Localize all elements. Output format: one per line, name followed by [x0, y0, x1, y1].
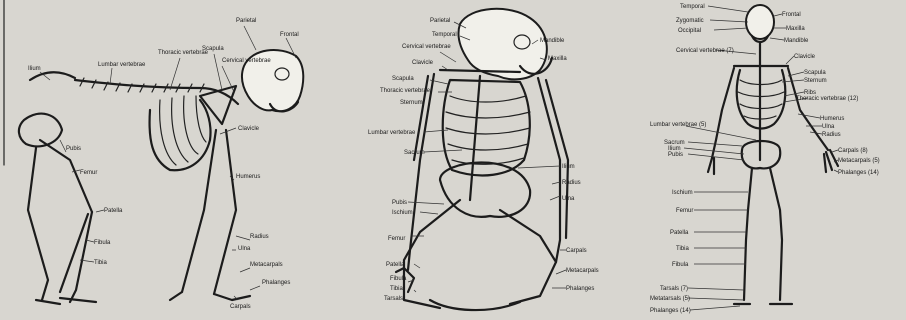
label-phalanges: Phalanges (14) — [838, 170, 879, 176]
label-carpals: Carpals — [230, 304, 251, 310]
label-ulna: Ulna — [238, 246, 251, 252]
foreleg-back — [182, 130, 216, 292]
label-fibula: Fibula — [672, 262, 689, 268]
label-frontal: Frontal — [280, 32, 299, 38]
skull — [746, 5, 774, 39]
fore-hands — [170, 292, 250, 300]
label-radius: Radius — [562, 180, 581, 186]
label-maxilla: Maxilla — [786, 26, 805, 32]
label-sternum: Sternum — [804, 78, 827, 84]
label-tibia: Tibia — [94, 260, 107, 266]
label-occipital: Occipital — [678, 28, 701, 34]
hind-feet — [36, 298, 96, 304]
label-pubis: Pubis — [66, 146, 81, 152]
label-clavicle: Clavicle — [238, 126, 260, 132]
right-leg — [770, 168, 782, 300]
label-metatarsals: Metatarsals (5) — [650, 296, 690, 302]
foreleg-front — [214, 130, 236, 294]
label-ischium: Ischium — [672, 190, 693, 196]
label-metacarpals: Metacarpals (5) — [838, 158, 880, 164]
right-arm-2 — [546, 80, 568, 238]
label-radius: Radius — [250, 234, 269, 240]
label-mandible: Mandible — [784, 38, 809, 44]
label-cervical-vertebrae: Cervical vertebrae — [402, 44, 451, 50]
right-arm — [538, 78, 560, 262]
label-temporal: Temporal — [680, 4, 705, 10]
label-tibia: Tibia — [676, 246, 689, 252]
label-femur: Femur — [388, 236, 405, 242]
label-carpals: Carpals — [566, 248, 587, 254]
label-pubis: Pubis — [392, 200, 407, 206]
label-cervical-vertebrae: Cervical vertebrae (7) — [676, 48, 734, 54]
ribs — [160, 96, 206, 165]
label-thoracic-vertebrae: Thoracic vertebrae — [380, 88, 431, 94]
label-carpals: Carpals (8) — [838, 148, 868, 154]
label-sternum: Sternum — [400, 100, 423, 106]
label-cervical-vertebrae: Cervical vertebrae — [222, 58, 271, 64]
label-phalanges: Phalanges — [262, 280, 290, 286]
label-humerus: Humerus — [820, 116, 844, 122]
label-thoracic-vertebrae: Thoracic vertebrae — [158, 50, 209, 56]
ape-skeleton — [396, 9, 568, 310]
label-clavicle: Clavicle — [794, 54, 816, 60]
label-lumbar-vertebrae: Lumbar vertebrae — [98, 62, 146, 68]
label-pubis: Pubis — [668, 152, 683, 158]
label-frontal: Frontal — [782, 12, 801, 18]
label-parietal: Parietal — [430, 18, 450, 24]
label-phalanges: Phalanges — [566, 286, 594, 292]
ribs — [446, 96, 530, 164]
label-ulna: Ulna — [562, 196, 575, 202]
label-parietal: Parietal — [236, 18, 256, 24]
label-ulna: Ulna — [822, 124, 835, 130]
right-leg — [500, 210, 556, 304]
label-scapula: Scapula — [804, 70, 826, 76]
left-leg — [744, 168, 752, 300]
label-patella: Patella — [386, 262, 405, 268]
hind-leg-back — [28, 148, 48, 300]
label-metacarpals: Metacarpals — [566, 268, 599, 274]
label-patella: Patella — [670, 230, 689, 236]
skull — [458, 9, 546, 80]
label-humerus: Humerus — [236, 174, 260, 180]
label-lumbar-vertebrae: Lumbar vertebrae — [368, 130, 416, 136]
label-temporal: Temporal — [432, 32, 457, 38]
left-hand — [708, 158, 714, 174]
label-sacrum: Sacrum — [404, 150, 425, 156]
label-thoracic-vertebrae: Thoracic vertebrae (12) — [796, 96, 858, 102]
tail-bones — [30, 72, 75, 80]
label-fibula: Fibula — [94, 240, 111, 246]
label-metacarpals: Metacarpals — [250, 262, 283, 268]
label-ilium: Ilium — [562, 164, 575, 170]
label-ischium: Ischium — [392, 210, 413, 216]
label-lumbar-vertebrae: Lumbar vertebrae (5) — [650, 122, 706, 128]
label-clavicle: Clavicle — [412, 60, 434, 66]
feet — [430, 300, 520, 310]
label-tarsals: Tarsals (7) — [660, 286, 688, 292]
label-femur: Femur — [676, 208, 693, 214]
spine — [470, 76, 480, 200]
label-tibia: Tibia — [390, 286, 403, 292]
label-zygomatic: Zygomatic — [676, 18, 704, 24]
label-mandible: Mandible — [540, 38, 565, 44]
label-ilium: Ilium — [28, 66, 41, 72]
label-fibula: Fibula — [390, 276, 407, 282]
scapula — [200, 86, 236, 124]
label-scapula: Scapula — [392, 76, 414, 82]
label-phalanges-foot: Phalanges (14) — [650, 308, 691, 314]
label-radius: Radius — [822, 132, 841, 138]
left-leg — [404, 200, 460, 308]
label-tarsals: Tarsals — [384, 296, 403, 302]
label-maxilla: Maxilla — [548, 56, 567, 62]
label-patella: Patella — [104, 208, 123, 214]
label-femur: Femur — [80, 170, 97, 176]
